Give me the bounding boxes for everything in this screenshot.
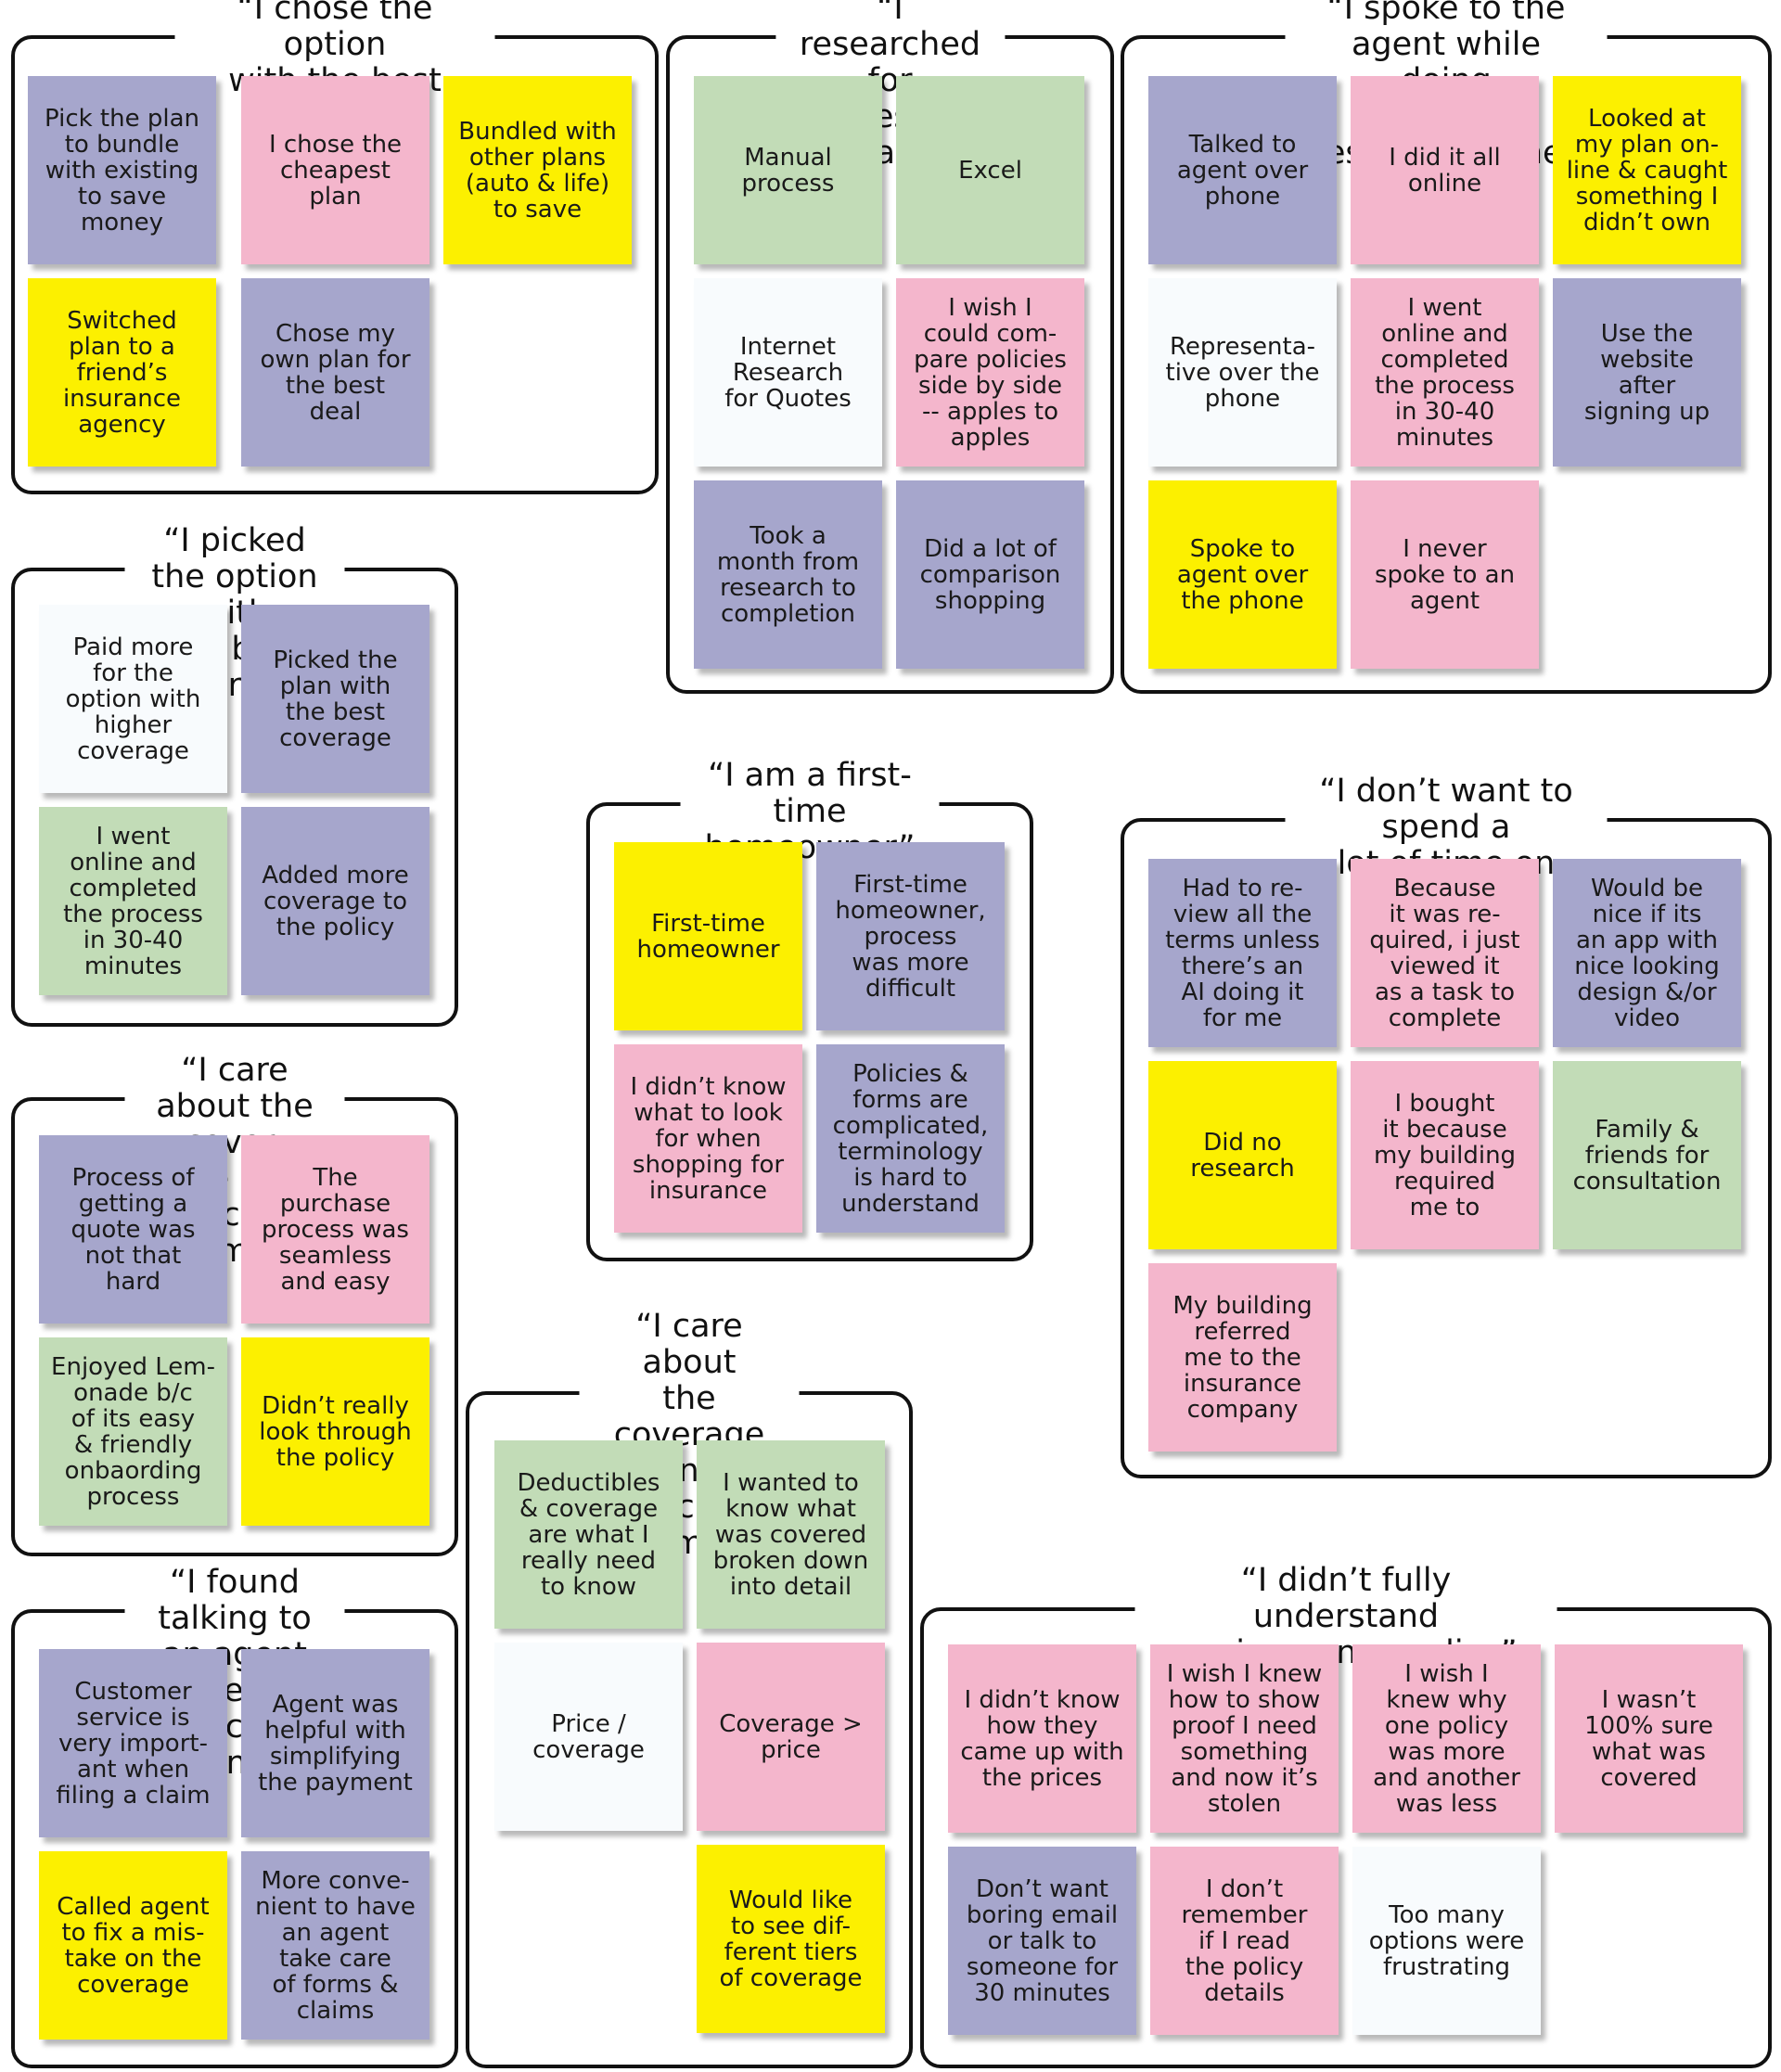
sticky-note: Called agent to fix a mis- take on the c… (39, 1851, 227, 2040)
sticky-note: Price / coverage (494, 1643, 683, 1831)
sticky-note: Enjoyed Lem- onade b/c of its easy & fri… (39, 1337, 227, 1526)
sticky-note: Added more coverage to the policy (241, 807, 429, 995)
sticky-note: Process of getting a quote was not that … (39, 1135, 227, 1324)
sticky-note: Spoke to agent over the phone (1148, 480, 1337, 669)
sticky-note: I did it all online (1351, 76, 1539, 264)
sticky-note: Customer service is very import- ant whe… (39, 1649, 227, 1837)
sticky-note: Too many options were frustrating (1352, 1847, 1541, 2035)
sticky-note: I went online and completed the process … (39, 807, 227, 995)
sticky-note: I wasn’t 100% sure what was covered (1555, 1644, 1743, 1833)
sticky-note: Family & friends for consultation (1553, 1061, 1741, 1249)
sticky-note: I bought it because my building required… (1351, 1061, 1539, 1249)
sticky-note: Did a lot of comparison shopping (896, 480, 1084, 669)
sticky-note: Excel (896, 76, 1084, 264)
sticky-note: I wanted to know what was covered broken… (697, 1440, 885, 1629)
sticky-note: I went online and completed the process … (1351, 278, 1539, 467)
sticky-note: Representa- tive over the phone (1148, 278, 1337, 467)
sticky-note: My building referred me to the insurance… (1148, 1263, 1337, 1452)
sticky-note: Agent was helpful with simplifying the p… (241, 1649, 429, 1837)
sticky-note: Picked the plan with the best coverage (241, 605, 429, 793)
sticky-note: First-time homeowner (614, 842, 802, 1030)
sticky-note: Use the website after signing up (1553, 278, 1741, 467)
sticky-note: The purchase process was seamless and ea… (241, 1135, 429, 1324)
sticky-note: I wish I knew how to show proof I need s… (1150, 1644, 1339, 1833)
sticky-note: More conve- nient to have an agent take … (241, 1851, 429, 2040)
sticky-note: I wish I could com- pare policies side b… (896, 278, 1084, 467)
sticky-note: Would like to see dif- ferent tiers of c… (697, 1845, 885, 2033)
sticky-note: I didn’t know how they came up with the … (948, 1644, 1136, 1833)
sticky-note: Because it was re- quired, i just viewed… (1351, 859, 1539, 1047)
sticky-note: Paid more for the option with higher cov… (39, 605, 227, 793)
sticky-note: I chose the cheapest plan (241, 76, 429, 264)
sticky-note: Took a month from research to completion (694, 480, 882, 669)
sticky-note: Didn’t really look through the policy (241, 1337, 429, 1526)
sticky-note: Would be nice if its an app with nice lo… (1553, 859, 1741, 1047)
sticky-note: Had to re- view all the terms unless the… (1148, 859, 1337, 1047)
sticky-note: Internet Research for Quotes (694, 278, 882, 467)
sticky-note: I wish I knew why one policy was more an… (1352, 1644, 1541, 1833)
sticky-note: I don’t remember if I read the policy de… (1150, 1847, 1339, 2035)
sticky-note: Pick the plan to bundle with existing to… (28, 76, 216, 264)
sticky-note: Coverage > price (697, 1643, 885, 1831)
sticky-note: First-time homeowner, process was more d… (816, 842, 1005, 1030)
sticky-note: Don’t want boring email or talk to someo… (948, 1847, 1136, 2035)
sticky-note: I never spoke to an agent (1351, 480, 1539, 669)
sticky-note: Looked at my plan on- line & caught some… (1553, 76, 1741, 264)
sticky-note: I didn’t know what to look for when shop… (614, 1044, 802, 1233)
sticky-note: Bundled with other plans (auto & life) t… (443, 76, 632, 264)
sticky-note: Policies & forms are complicated, termin… (816, 1044, 1005, 1233)
sticky-note: Deductibles & coverage are what I really… (494, 1440, 683, 1629)
sticky-note: Talked to agent over phone (1148, 76, 1337, 264)
sticky-note: Did no research (1148, 1061, 1337, 1249)
sticky-note: Switched plan to a friend’s insurance ag… (28, 278, 216, 467)
sticky-note: Chose my own plan for the best deal (241, 278, 429, 467)
sticky-note: Manual process (694, 76, 882, 264)
